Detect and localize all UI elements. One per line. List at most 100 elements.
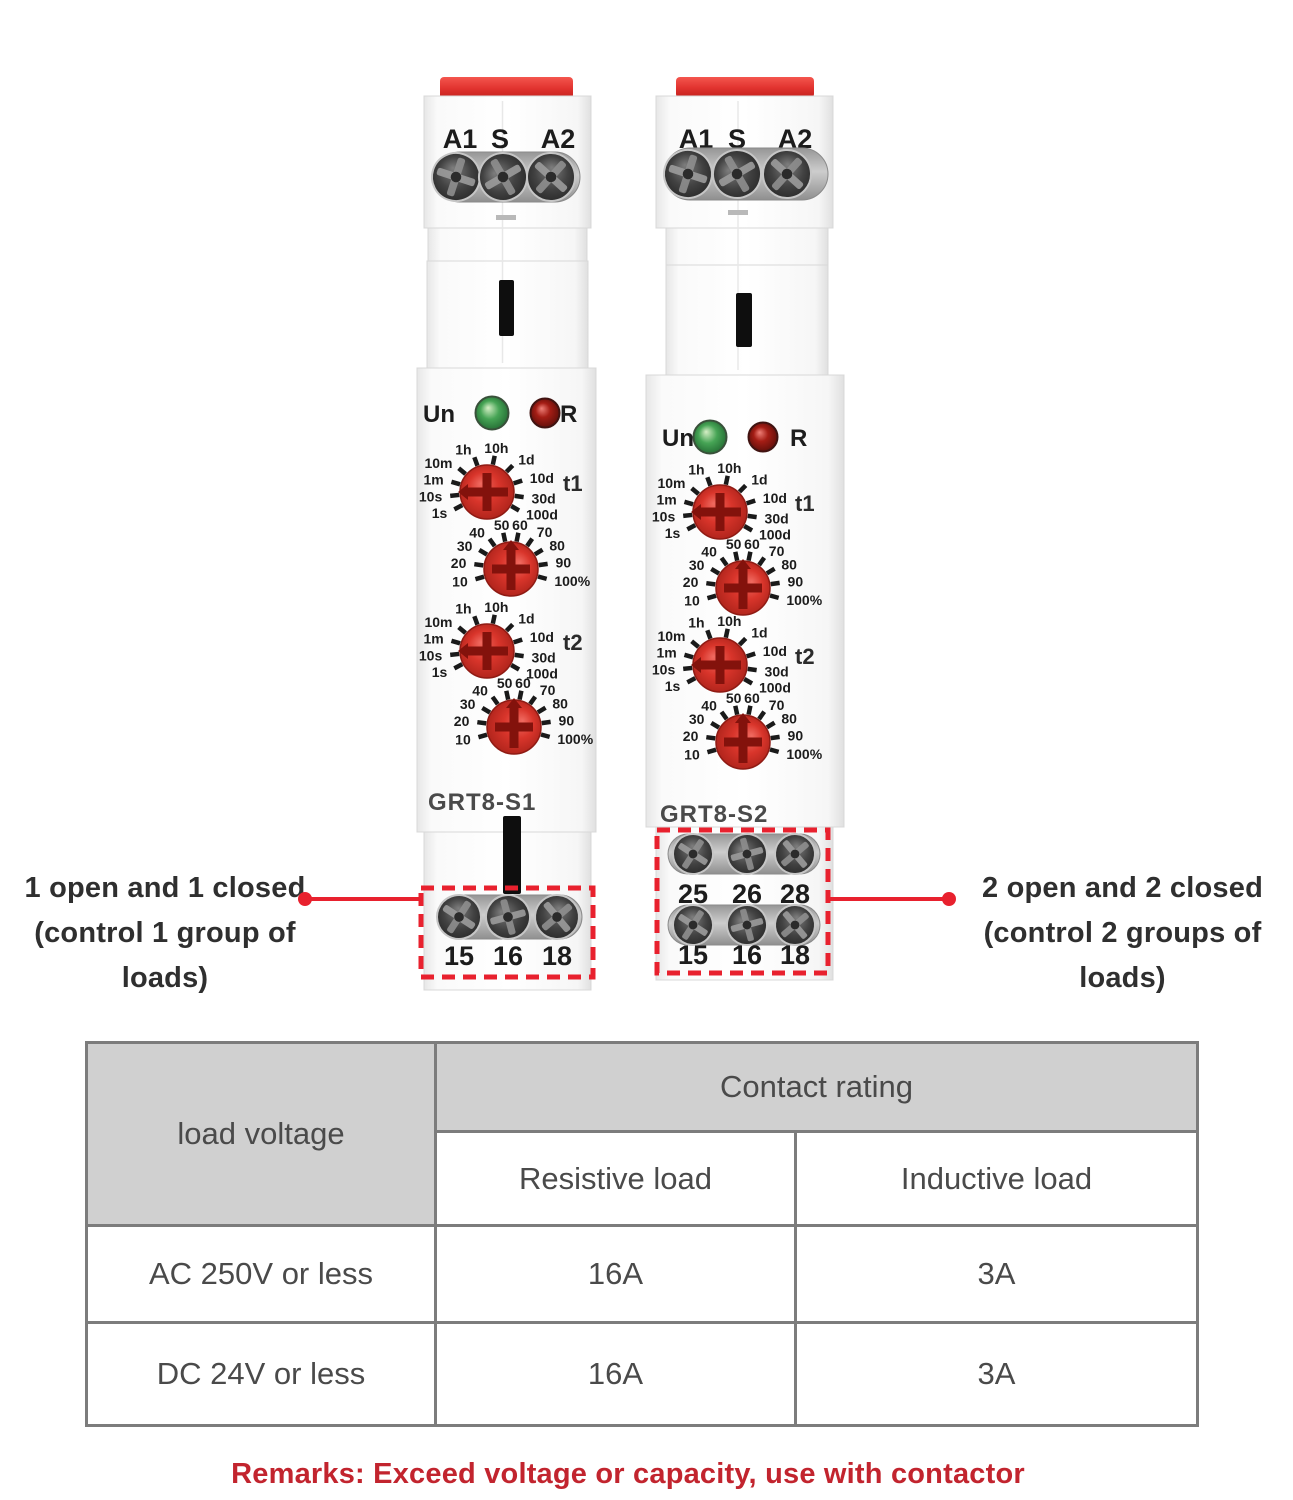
dial-scale-label: 100d: [759, 680, 791, 696]
dial-scale-label: 10s: [652, 509, 676, 525]
terminal-screw: [436, 894, 482, 940]
dial-tick: [705, 476, 713, 487]
dial-scale-label: 10s: [419, 648, 443, 664]
dial-scale-label: 1m: [657, 492, 677, 508]
dial-scale-label: 10: [452, 573, 468, 589]
bottom-terminal-label: 15: [444, 941, 474, 971]
dial-scale-label: 1s: [665, 525, 681, 541]
row-label: DC 24V or less: [85, 1321, 437, 1427]
dial-scale-label: 50: [494, 517, 510, 533]
row-label: AC 250V or less: [85, 1224, 437, 1324]
dial-scale-label: 30d: [532, 490, 556, 506]
dial-tick: [686, 523, 697, 532]
dial-knob: [691, 484, 748, 540]
dial-scale-label: 10h: [484, 440, 508, 456]
dial-tick: [536, 705, 547, 715]
dial-scale-label: 10d: [763, 643, 787, 659]
dial-scale-label: 100d: [759, 527, 791, 543]
dial-tick: [733, 705, 740, 716]
terminal-screw: [726, 904, 768, 946]
dial-scale-label: 100d: [526, 666, 558, 682]
callout-line-left: [305, 897, 422, 901]
dial-function-label: t2: [563, 630, 583, 655]
inductive-value: 3A: [794, 1224, 1199, 1324]
annotation-right: 2 open and 2 closed (control 2 groups of…: [955, 866, 1290, 1001]
knob-cross-slot: [724, 559, 762, 609]
dial-scale-label: 70: [769, 543, 785, 559]
terminal-screw: [726, 833, 768, 875]
selector-slot: [499, 280, 514, 336]
dial-tick: [453, 503, 464, 512]
power-led-green: [692, 419, 728, 455]
dial-scale-label: 60: [515, 675, 531, 691]
reset-led-label: R: [560, 401, 577, 428]
dial-tick: [510, 663, 521, 672]
bottom-terminal-label: 15: [678, 940, 708, 970]
seam-mark: [728, 210, 748, 215]
reset-led-label: R: [790, 425, 807, 452]
dial-scale-label: 1s: [432, 505, 448, 521]
dial-function-label: t1: [563, 471, 583, 496]
table-row: AC 250V or less 16A 3A: [85, 1224, 1199, 1324]
dial-tick: [514, 532, 521, 543]
dial-scale-label: 100d: [526, 507, 558, 523]
dial-tick: [504, 690, 511, 701]
top-terminal-label: S: [491, 124, 509, 154]
dial-tick: [746, 551, 753, 562]
dial-scale-label: 100%: [786, 746, 822, 762]
dial-scale-label: 10d: [530, 629, 554, 645]
dial-scale-label: 1d: [518, 452, 534, 468]
dial-scale-label: 10h: [484, 599, 508, 615]
dial-tick: [477, 732, 488, 740]
din-release-slot: [503, 816, 521, 894]
dial-tick: [769, 747, 780, 755]
dial-scale-label: 30: [457, 538, 473, 554]
dial-scale-label: 30d: [765, 663, 789, 679]
bottom-terminal-label: 18: [542, 941, 572, 971]
device-front-panel: [416, 367, 597, 833]
dial-scale-label: 100%: [557, 731, 593, 747]
model-label: GRT8-S2: [660, 801, 768, 828]
dial-scale-label: 30d: [765, 510, 789, 526]
dial-scale-label: 100%: [786, 592, 822, 608]
dial-tick: [765, 720, 776, 730]
dial-scale-label: 40: [469, 524, 485, 540]
dial-tick: [757, 556, 767, 567]
resistive-load-header: Resistive load: [434, 1130, 797, 1227]
dial-scale-label: 90: [788, 574, 804, 590]
dial-tick: [449, 492, 460, 499]
dial-tick: [706, 593, 717, 601]
annotation-left: 1 open and 1 closed (control 1 group of …: [0, 866, 330, 1001]
dial-tick: [453, 662, 464, 671]
dial-tick: [683, 499, 694, 507]
dial-scale-label: 1d: [751, 472, 767, 488]
dial-tick: [474, 574, 485, 582]
power-led-label: Un: [423, 401, 455, 428]
dial-tick: [537, 574, 548, 582]
dial-scale-label: 1d: [751, 625, 767, 641]
dial-scale-label: 70: [540, 682, 556, 698]
dial-tick: [705, 629, 713, 640]
dial-scale-label: 80: [781, 710, 797, 726]
dial-scale-label: 1s: [432, 664, 448, 680]
terminal-screw: [672, 833, 714, 875]
dial-tick: [710, 567, 721, 576]
dial-scale-label: 40: [472, 682, 488, 698]
contact-rating-header: Contact rating: [434, 1041, 1199, 1133]
dial-function-label: t1: [795, 491, 815, 516]
dial-scale-label: 30d: [532, 649, 556, 665]
relay-led-red: [747, 421, 779, 453]
dial-knob: [691, 637, 748, 693]
top-terminal-label: A1: [443, 124, 478, 154]
dial-tick: [690, 639, 700, 649]
dial-scale-label: 20: [454, 713, 470, 729]
dial-tick: [747, 513, 757, 520]
dial-tick: [449, 651, 460, 658]
dial-tick: [746, 705, 753, 716]
dial-scale-label: 90: [556, 555, 572, 571]
din-clip: [676, 77, 814, 98]
